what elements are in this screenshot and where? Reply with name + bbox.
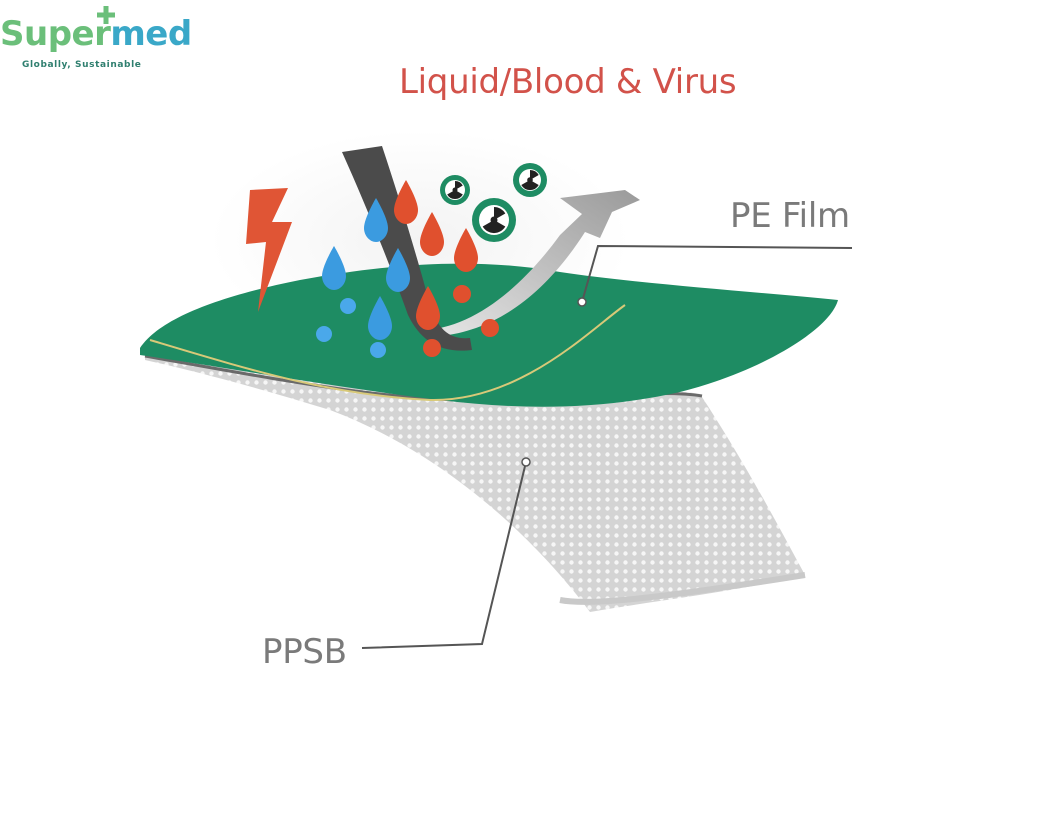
- brand-tagline: Globally, Sustainable: [22, 60, 142, 70]
- virus-icon: [440, 175, 470, 205]
- blood-drop-icon: [481, 319, 499, 337]
- brand-part-med: med: [110, 14, 192, 54]
- deflect-arrow-icon: [420, 190, 640, 336]
- water-drops: [316, 198, 410, 358]
- brand-part-super: Super: [0, 14, 111, 54]
- lightning-icon: [246, 188, 292, 312]
- water-drop-icon: [370, 342, 386, 358]
- ppsb-callout: [361, 457, 531, 649]
- water-drop-icon: [322, 246, 346, 290]
- water-drop-icon: [368, 296, 392, 340]
- virus-icons: [440, 163, 547, 242]
- medical-cross-icon: [97, 6, 115, 24]
- pe-film-callout: [577, 244, 853, 307]
- blood-drop-icon: [394, 180, 418, 224]
- water-drop-icon: [386, 248, 410, 292]
- ppsb-label: PPSB: [262, 632, 347, 672]
- diagram-title: Liquid/Blood & Virus: [399, 62, 737, 102]
- ppsb-layer: [145, 352, 806, 612]
- water-drop-icon: [364, 198, 388, 242]
- pe-film-label: PE Film: [730, 196, 850, 236]
- blood-drop-icon: [454, 228, 478, 272]
- blood-drop-icon: [416, 286, 440, 330]
- water-drop-icon: [340, 298, 356, 314]
- brand-wordmark: Supermed: [0, 14, 192, 54]
- virus-icon: [472, 198, 516, 242]
- virus-icon: [513, 163, 547, 197]
- blood-drop-icon: [423, 339, 441, 357]
- water-drop-icon: [316, 326, 332, 342]
- brand-logo: Supermed Globally, Sustainable: [0, 6, 210, 76]
- blood-drop-icon: [453, 285, 471, 303]
- blood-drops: [394, 180, 499, 357]
- incoming-flow-band: [342, 146, 472, 351]
- blood-drop-icon: [420, 212, 444, 256]
